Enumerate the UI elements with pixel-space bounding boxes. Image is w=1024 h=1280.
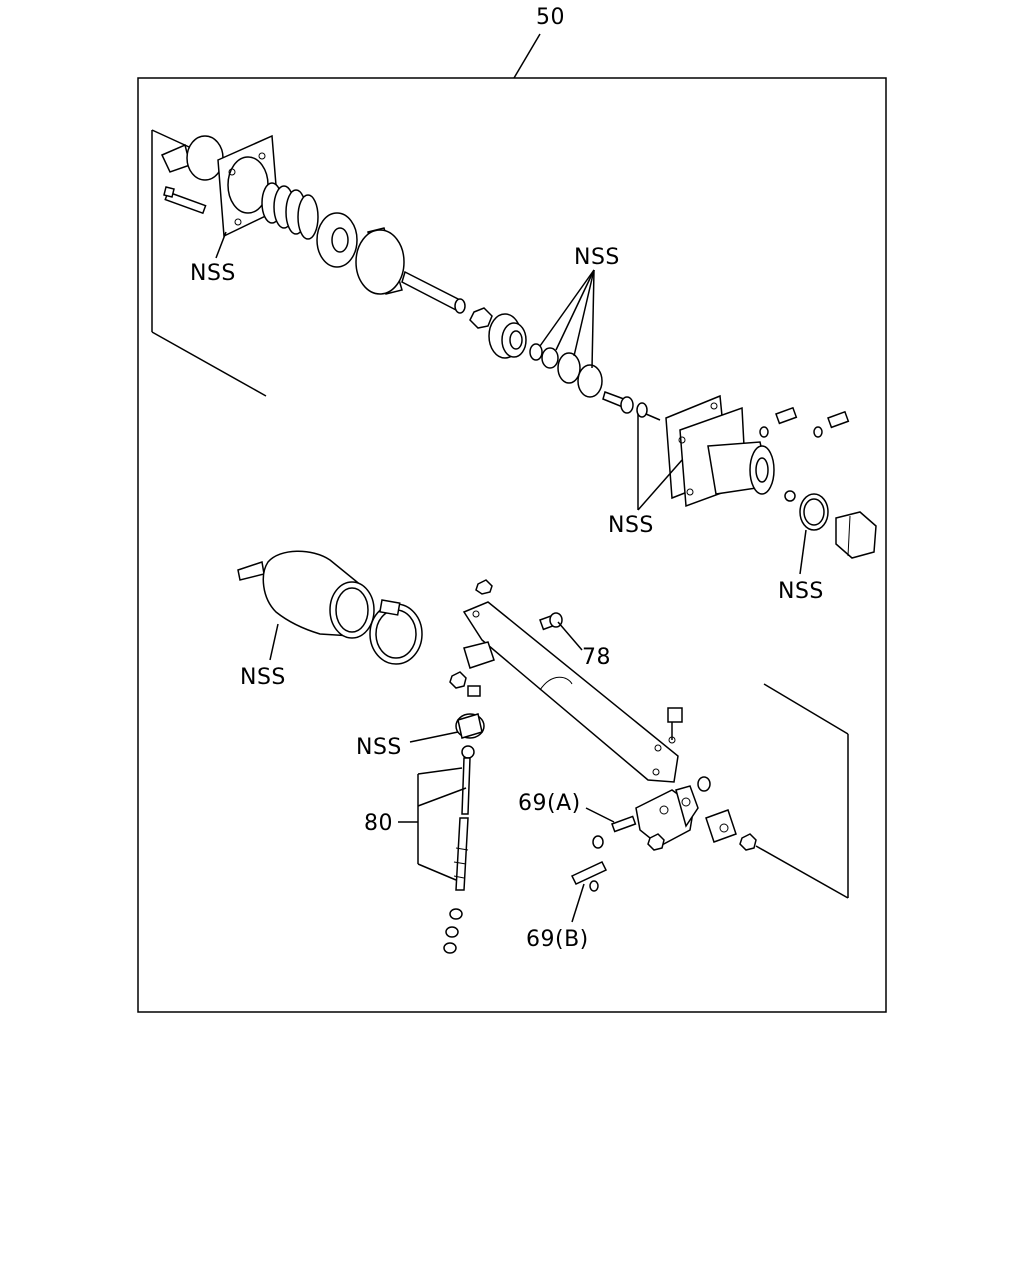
leader-nss-plug	[799, 529, 807, 575]
piston	[355, 227, 405, 295]
label-nss-seals: NSS	[574, 245, 620, 270]
leader-78	[557, 621, 583, 651]
push-rod	[401, 270, 466, 314]
pin-69b	[570, 861, 608, 892]
label-50: 50	[536, 5, 565, 30]
label-nss-boot: NSS	[240, 665, 286, 690]
flange-bolt	[163, 186, 207, 215]
return-spring	[261, 182, 319, 240]
leader-nss-boot	[269, 623, 279, 661]
lever-bracket	[449, 641, 495, 697]
rod-nut	[469, 307, 493, 329]
leader-nss-mid	[637, 414, 683, 511]
bolt-78	[539, 612, 563, 631]
label-69a: 69(A)	[518, 791, 581, 816]
seal-rings	[529, 343, 603, 398]
label-nss-flange: NSS	[190, 261, 236, 286]
hex-plug	[835, 511, 877, 559]
lever-arm	[462, 579, 679, 783]
label-nss-bushing: NSS	[356, 735, 402, 760]
label-nss-plug: NSS	[778, 579, 824, 604]
leader-50	[513, 33, 541, 79]
lever-stud	[667, 707, 683, 740]
spring-retainer	[316, 212, 358, 268]
check-ball	[784, 490, 796, 502]
boundary-lower-right	[755, 683, 849, 899]
valve-pin	[602, 391, 661, 421]
pin-69a	[592, 815, 637, 849]
leader-69b	[571, 883, 585, 923]
label-69b: 69(B)	[526, 927, 589, 952]
clevis-yoke	[635, 776, 711, 851]
cylinder-housing	[665, 394, 775, 508]
yoke-block	[705, 809, 757, 851]
cylinder-end-flange	[160, 134, 279, 238]
leader-nss-bushing	[409, 731, 459, 743]
leader-69a	[585, 807, 615, 823]
diagram-frame	[137, 77, 887, 1013]
label-nss-mid: NSS	[608, 513, 654, 538]
label-80: 80	[364, 811, 393, 836]
adjusting-rod	[443, 745, 475, 954]
plug-gasket	[799, 493, 829, 531]
seal-body	[488, 313, 527, 359]
bleeder-screws	[759, 406, 850, 438]
rubber-boot	[237, 550, 375, 639]
label-78: 78	[582, 645, 611, 670]
leader-nss-flange	[215, 231, 227, 259]
rod-bushing	[455, 713, 485, 739]
hose-clamp	[369, 599, 423, 665]
leader-80	[398, 767, 467, 881]
leader-nss-seals	[539, 269, 595, 369]
